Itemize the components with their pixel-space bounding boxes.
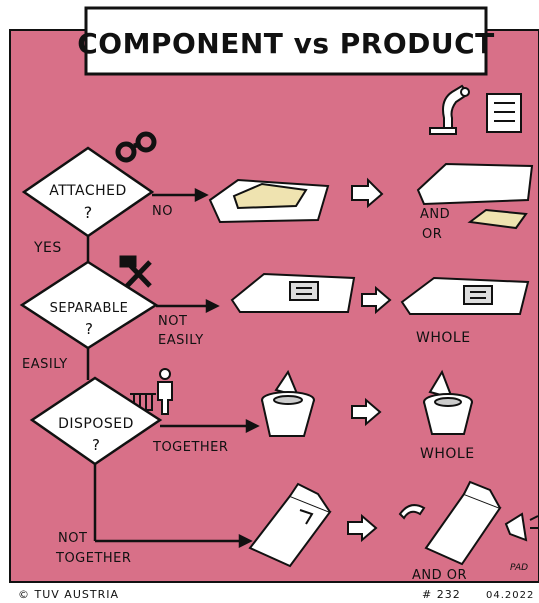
title-box: COMPONENT vs PRODUCT [77,6,495,76]
decision-separable: SEPARABLE ? [19,260,159,350]
branch-arrows [152,187,260,549]
down-label-yes: YES [33,240,62,256]
strip-illustration [398,504,426,520]
sachet-illustration [248,482,332,568]
pouch-with-insert-illustration [230,272,356,313]
outcome-and-or-row4: AND OR [412,568,467,583]
pouch-with-tray-illustration [208,178,330,224]
arrow-icon [361,285,392,315]
cup-whole-illustration [423,369,473,435]
tray-illustration [467,208,528,230]
decision-attached-mark: ? [84,203,93,222]
checklist-icon [486,93,522,133]
decision-attached: ATTACHED ? [21,146,155,238]
sealed-pouch-illustration [400,276,530,315]
branch-label-together: TOGETHER [152,440,228,455]
outcome-whole-row2: WHOLE [416,330,471,346]
page-title: COMPONENT vs PRODUCT [77,27,495,60]
down-label-together: TOGETHER [55,551,131,566]
issue-number: # 232 [422,588,461,601]
outcome-and: AND [420,207,450,222]
copyright-footer: © TUV AUSTRIA [18,588,119,601]
branch-label-no: NO [152,204,173,219]
opened-sachet-illustration [424,480,502,566]
decision-disposed-mark: ? [92,436,100,454]
person-icon [157,368,173,415]
decision-attached-label: ATTACHED [49,183,127,199]
microscope-icon [429,84,470,135]
issue-date: 04.2022 [486,590,535,601]
arrow-icon [347,513,378,543]
arrow-icon [351,397,382,427]
down-label-easily: EASILY [22,357,68,372]
outcome-or: OR [422,227,442,242]
decision-separable-mark: ? [85,320,93,338]
down-label-not: NOT [58,531,87,546]
arrow-icon [351,177,384,209]
branch-label-not: NOT [158,314,187,329]
empty-pouch-illustration [416,162,534,206]
megaphone-icon [504,512,539,542]
cup-with-lid-illustration [261,369,315,437]
flow-lines [86,233,240,543]
decision-disposed-label: DISPOSED [58,416,134,432]
tools-icon [119,255,152,288]
branch-label-easily: EASILY [158,333,204,348]
decision-separable-label: SEPARABLE [50,301,129,316]
handcuffs-icon [115,131,157,163]
artist-signature: PAD [510,563,528,573]
outcome-whole-row3: WHOLE [420,446,475,462]
decision-disposed: DISPOSED ? [29,376,163,466]
